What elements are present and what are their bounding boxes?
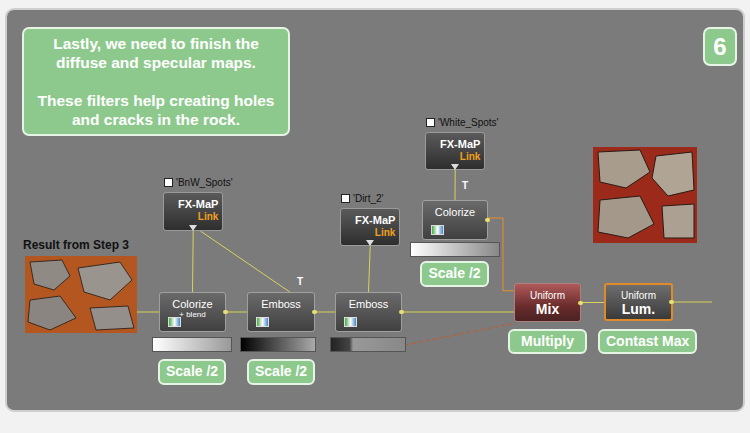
node-text: Scale /2 [255,361,307,382]
note-tag: Scale /2 [158,359,226,385]
link-node: 'BnW_Spots'FX-MaPLink [163,192,223,231]
connector-wire [200,231,289,292]
node-text: Lastly, we need to finish the diffuse an… [30,34,282,72]
filter-icon [431,225,444,235]
link-node: 'White_Spots'FX-MaPLink [425,132,485,170]
connector-wire [581,302,604,303]
gradient-bar [152,337,232,352]
filter-node: Emboss [247,292,315,332]
node-text: These filters help creating holes and cr… [30,91,282,129]
node-text: Emboss [253,298,309,310]
connector-wire [369,246,371,292]
output-port [189,225,197,231]
luminance-node: UniformLum. [604,283,673,321]
node-text: + blend [165,310,220,319]
node-text: Scale /2 [428,263,481,284]
connector-wire [455,170,456,200]
gradient-bar [410,242,500,257]
output-port [399,310,404,314]
result-image [25,256,137,333]
connector-wire [402,312,514,313]
node-text: FX-MaP [168,198,218,210]
connector-wire [192,231,194,292]
input-marker: T [462,180,468,191]
gradient-bar [240,337,316,352]
note-tag: Multiply [508,329,587,354]
output-image [593,147,697,243]
filter-node: Colorize+ blend [159,292,226,332]
output-wire [673,302,712,303]
node-text: Multiply [516,331,579,352]
input-wire [137,312,159,313]
output-port [578,301,583,305]
node-heading: 'BnW_Spots' [164,177,233,189]
node-text: FX-MaP [345,214,395,226]
output-port [669,300,674,304]
image-caption: Result from Step 3 [23,238,129,252]
step-number: 6 [703,27,737,66]
output-port [451,164,459,170]
note-tag: Contast Max [598,329,697,354]
node-text: 6 [705,29,735,64]
dashed-wire [405,323,516,345]
output-port [366,240,374,246]
connector-wire [226,312,247,313]
connector-wire [315,312,335,313]
node-text: Colorize [428,206,482,218]
input-marker: T [297,276,303,287]
node-text: Colorize [165,298,220,310]
node-text: Link [430,151,480,162]
note-tag: Scale /2 [247,359,315,385]
note-tag: Scale /2 [420,261,489,287]
node-heading: 'Dirt_2' [341,193,384,205]
node-text: Link [345,227,395,238]
node-text: FX-MaP [430,138,480,150]
node-heading: 'White_Spots' [426,117,499,129]
filter-icon [256,317,269,327]
output-port [312,310,317,314]
node-text: Emboss [341,298,396,310]
filter-node: Colorize [422,200,488,240]
node-text: Uniform [521,290,574,301]
instruction-callout: Lastly, we need to finish the diffuse an… [22,27,290,136]
output-port [223,310,228,314]
link-node: 'Dirt_2'FX-MaPLink [340,208,400,246]
filter-icon [168,317,181,327]
gradient-bar [330,337,406,352]
mix-node: UniformMix [514,283,581,322]
output-port [485,218,490,222]
node-text: Link [168,211,218,222]
node-text: Mix [521,301,574,317]
node-text: Scale /2 [166,361,218,382]
filter-icon [344,317,357,327]
node-text: Lum. [612,301,665,317]
node-text: Uniform [612,290,665,301]
node-text: Contast Max [606,331,689,352]
filter-node: Emboss [335,292,402,332]
